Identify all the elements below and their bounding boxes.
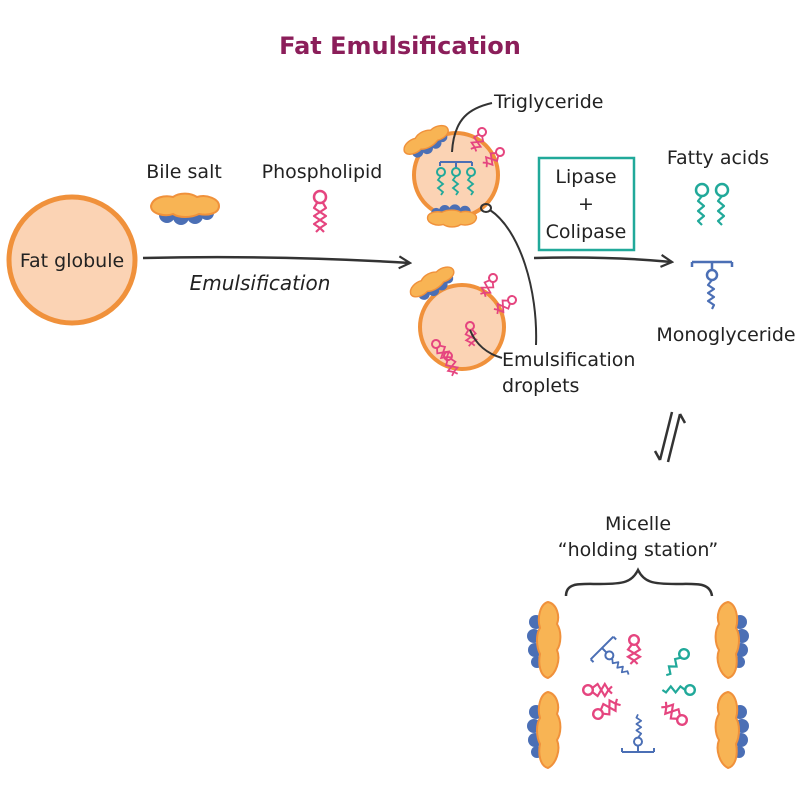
fatty-acid-icon-2: [714, 182, 730, 227]
emulsification-label: Emulsification: [190, 271, 331, 295]
lipase-arrow: [533, 258, 672, 263]
emulsification-arrow: [142, 257, 410, 263]
fatty-acids-label: Fatty acids: [667, 147, 769, 169]
phospholipid-label: Phospholipid: [262, 161, 383, 183]
bile-salt-label: Bile salt: [146, 161, 222, 183]
phospholipid-icon: [312, 189, 328, 234]
enzyme-label-1: Lipase: [555, 166, 616, 188]
micelle-label-2: “holding station”: [558, 539, 718, 561]
enzyme-label-3: Colipase: [546, 221, 627, 243]
emulsification-droplets-label-2: droplets: [502, 375, 579, 397]
enzyme-label-2: +: [578, 193, 594, 215]
lipase-colipase-box: [537, 156, 636, 252]
monoglyceride-icon: [690, 260, 734, 311]
micelle-brace: [564, 567, 714, 597]
triglyceride-label: Triglyceride: [493, 91, 603, 113]
bile-salt-icon: [150, 192, 220, 226]
triglyceride-pointer: [451, 102, 493, 153]
equilibrium-arrows: [653, 411, 687, 463]
monoglyceride-label: Monoglyceride: [656, 324, 795, 346]
fat-globule: Fat globule: [6, 194, 138, 326]
droplets-pointer-lower: [469, 329, 503, 359]
page-title: Fat Emulsification: [279, 32, 521, 60]
emulsification-droplets-label-1: Emulsification: [502, 349, 635, 371]
micelle: [526, 601, 750, 769]
fat-globule-label: Fat globule: [20, 250, 124, 272]
micelle-label-1: Micelle: [605, 513, 671, 535]
fatty-acid-icon-1: [694, 182, 710, 227]
droplets-pointer-upper: [489, 209, 538, 346]
